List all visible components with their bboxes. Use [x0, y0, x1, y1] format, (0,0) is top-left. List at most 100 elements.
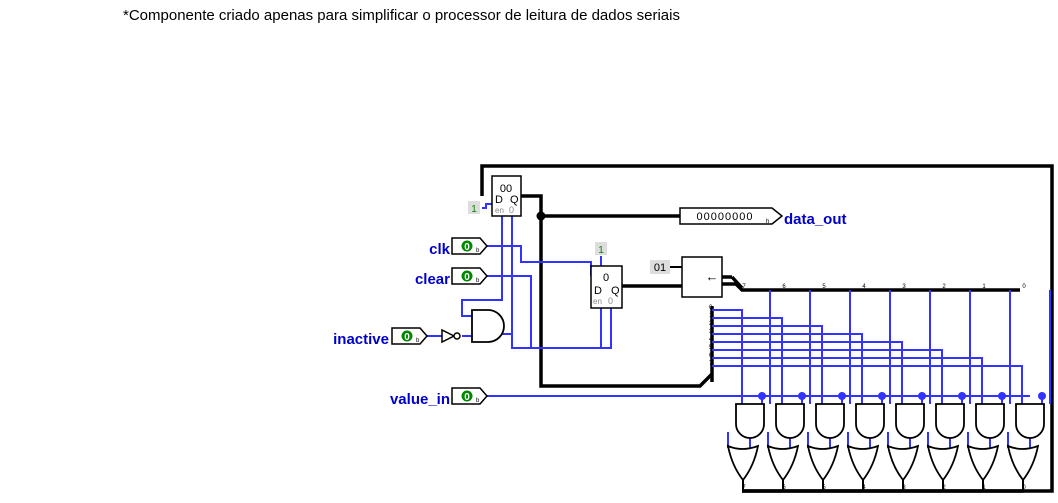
clear-label: clear	[415, 271, 450, 288]
register-2-value: 0	[603, 272, 609, 284]
shift-constant: 01	[650, 260, 682, 274]
value-in-label: value_in	[390, 391, 450, 408]
split-in-label-1: 1	[709, 313, 713, 319]
or-gate-5	[926, 444, 960, 482]
splitter-fan-wires	[712, 290, 1051, 448]
split-bottom-label-4: 3	[902, 485, 906, 491]
svg-text:01: 01	[654, 262, 666, 274]
register-2-q: Q	[611, 285, 620, 297]
and-gate-2	[815, 403, 845, 439]
fan-wire-2	[712, 325, 823, 404]
tap-junction-1	[798, 392, 806, 400]
svg-text:b: b	[476, 248, 480, 254]
gate-array	[726, 403, 1045, 491]
register-1[interactable]: 00 D Q en 0	[491, 175, 522, 217]
split-bottom-label-2: 5	[822, 485, 826, 491]
data-out-value: 00000000	[697, 211, 754, 223]
shifter[interactable]: ←	[681, 256, 744, 298]
tap-junction-3	[878, 392, 886, 400]
not-gate	[441, 328, 461, 344]
split-in-label-3: 3	[709, 329, 713, 335]
fan-wire-5	[712, 349, 943, 404]
fan-wire-1	[712, 317, 783, 404]
svg-text:0: 0	[464, 392, 470, 403]
value-in-pin[interactable]: 0 b	[451, 387, 488, 405]
register-2-en: en	[593, 297, 602, 306]
split-top-label-0: 7	[742, 284, 746, 290]
register-2-clr: 0	[608, 296, 613, 306]
tap-junction-6	[998, 392, 1006, 400]
feedback-bus	[521, 194, 714, 388]
register-1-d: D	[495, 194, 503, 206]
split-bottom-label-3: 4	[862, 485, 866, 491]
split-top-label-5: 2	[942, 284, 946, 290]
svg-text:b: b	[476, 278, 480, 284]
component-note: *Componente criado apenas para simplific…	[123, 7, 680, 24]
and-gate-1	[775, 403, 805, 439]
bus-junction	[536, 211, 546, 221]
signal-wires	[427, 203, 1030, 397]
split-top-label-6: 1	[982, 284, 986, 290]
split-in-label-5: 5	[709, 345, 713, 351]
split-top-label-7: 0	[1022, 284, 1026, 290]
split-bottom-label-5: 2	[942, 485, 946, 491]
svg-text:0: 0	[404, 332, 410, 343]
svg-text:1: 1	[471, 204, 477, 215]
or-gate-7	[1006, 444, 1040, 482]
and-gate-7	[1015, 403, 1045, 439]
or-gate-4	[886, 444, 920, 482]
tap-junction-7	[1038, 392, 1046, 400]
clk-label: clk	[429, 241, 451, 258]
split-bottom-label-7: 0	[1022, 485, 1026, 491]
shift-left-icon: ←	[706, 269, 719, 284]
or-gate-2	[806, 444, 840, 482]
split-top-label-4: 3	[902, 284, 906, 290]
or-gate-0	[726, 444, 760, 482]
and-gate-0	[735, 403, 765, 439]
split-bottom-label-0: 7	[742, 485, 746, 491]
register-2[interactable]: 0 D Q en 0	[590, 265, 623, 309]
and-gate-4	[895, 403, 925, 439]
data-out-label: data_out	[784, 211, 847, 228]
or-gate-6	[966, 444, 1000, 482]
svg-text:0: 0	[464, 272, 470, 283]
and-gate-3	[855, 403, 885, 439]
register-1-clr: 0	[509, 205, 514, 215]
split-in-label-7: 7	[709, 361, 713, 367]
split-top-label-3: 4	[862, 284, 866, 290]
fan-wire-4	[712, 341, 903, 404]
const-one-a: 1	[468, 201, 480, 215]
svg-text:b: b	[476, 398, 480, 404]
inactive-label: inactive	[333, 331, 389, 348]
tap-junction-5	[958, 392, 966, 400]
tap-junction-2	[838, 392, 846, 400]
split-top-label-1: 6	[782, 284, 786, 290]
split-in-label-4: 4	[709, 337, 713, 343]
fan-wire-7	[712, 365, 1023, 404]
and-gate-5	[935, 403, 965, 439]
clk-pin[interactable]: 0 b	[451, 237, 488, 255]
const-one-b: 1	[595, 242, 607, 256]
data-out-pin[interactable]: 00000000 h	[679, 207, 784, 225]
split-top-label-2: 5	[822, 284, 826, 290]
split-bottom-label-1: 6	[782, 485, 786, 491]
register-1-q: Q	[510, 194, 519, 206]
splitter-labels: 7 7 6 6 5 5 4 4 3 3 2 2 1 1 0 0 0 1 2 3 4 5 6 7	[709, 284, 1026, 491]
fan-wire-3	[712, 333, 863, 404]
tap-junction-0	[758, 392, 766, 400]
or-gate-1	[766, 444, 800, 482]
fan-wire-6	[712, 357, 983, 404]
svg-text:1: 1	[598, 245, 604, 256]
split-bottom-label-6: 1	[982, 485, 986, 491]
split-in-label-6: 6	[709, 353, 713, 359]
split-in-label-0: 0	[709, 305, 713, 311]
clear-pin[interactable]: 0 b	[451, 267, 488, 285]
split-in-label-2: 2	[709, 321, 713, 327]
inactive-pin[interactable]: 0 b	[391, 327, 428, 345]
svg-text:b: b	[416, 338, 420, 344]
svg-text:h: h	[766, 219, 769, 225]
fan-wire-0	[712, 309, 743, 404]
loop-bus	[710, 282, 1020, 292]
tap-junction-4	[918, 392, 926, 400]
